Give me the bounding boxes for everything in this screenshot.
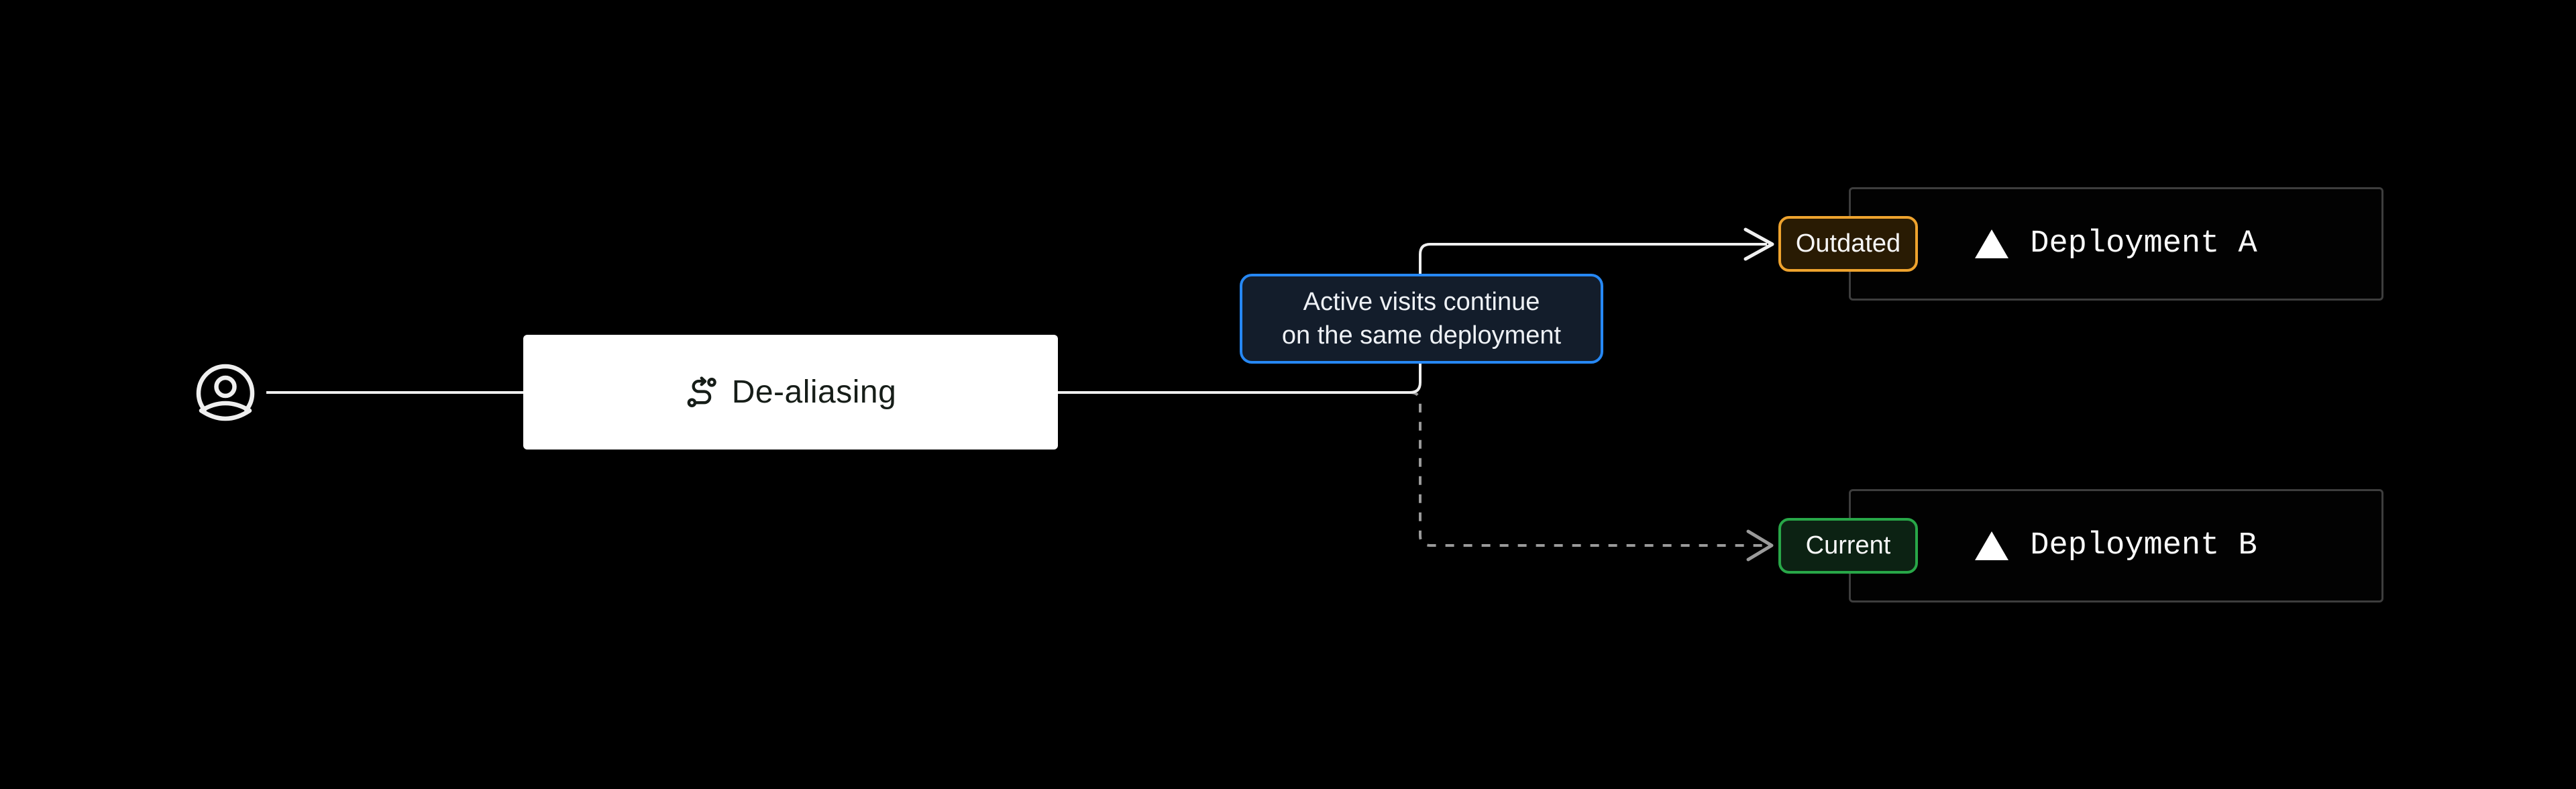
vercel-triangle-icon [1975, 531, 2009, 560]
tooltip-line-1: Active visits continue [1303, 288, 1540, 316]
current-badge: Current [1778, 518, 1918, 574]
active-visits-tooltip: Active visits continue on the same deplo… [1240, 274, 1603, 364]
dealiasing-label: De-aliasing [731, 374, 897, 410]
deployment-b-node: Deployment B [1849, 489, 2383, 602]
vercel-triangle-icon [1975, 229, 2009, 258]
outdated-badge: Outdated [1778, 216, 1918, 272]
arrowhead-solid-icon [1743, 227, 1774, 261]
deployment-a-label: Deployment A [2030, 226, 2257, 262]
deployment-a-node: Deployment A [1849, 187, 2383, 301]
edge-dashed-to-deployment-b [1174, 391, 1764, 547]
tooltip-line-2: on the same deployment [1281, 321, 1562, 350]
route-icon [687, 376, 716, 407]
dealiasing-node: De-aliasing [523, 335, 1058, 450]
arrowhead-dashed-icon [1746, 529, 1774, 562]
deployment-b-label: Deployment B [2030, 528, 2257, 564]
user-circle-icon [193, 361, 258, 425]
